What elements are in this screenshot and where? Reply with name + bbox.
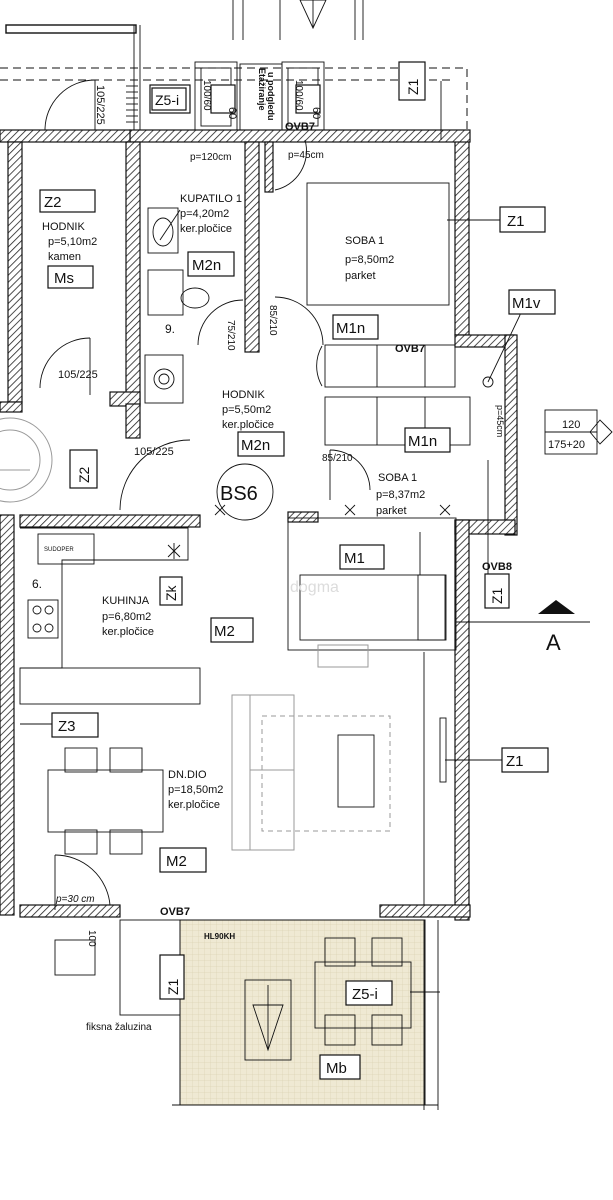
tag-m2-kitchen: M2 bbox=[214, 623, 235, 640]
tag-m2n-bath: M2n bbox=[192, 257, 221, 274]
room-dn-area: p=18,50m2 bbox=[168, 784, 223, 796]
window-120: 120 bbox=[562, 419, 580, 431]
dim-p120: p=120cm bbox=[190, 152, 231, 163]
tag-m1n-top: M1n bbox=[336, 320, 365, 337]
tag-z1-right: Z1 bbox=[507, 213, 525, 230]
room-soba-top-name: SOBA 1 bbox=[345, 235, 384, 247]
note-podg: u podgledu bbox=[266, 72, 276, 121]
note-etaz: Etažiranje bbox=[257, 68, 267, 111]
tag-z3: Z3 bbox=[58, 718, 76, 735]
tag-z5i-top bbox=[151, 87, 187, 111]
section-a: A bbox=[546, 630, 561, 655]
interior-lines bbox=[0, 81, 613, 1110]
room-kupatilo-name: KUPATILO 1 bbox=[180, 193, 242, 205]
tag-ms: Ms bbox=[54, 270, 74, 287]
room-kupatilo-area: p=4,20m2 bbox=[180, 208, 229, 220]
tag-m2n-hall: M2n bbox=[241, 437, 270, 454]
note-ovb-mid: OVB7 bbox=[395, 343, 425, 355]
room-hodnik-mid-area: p=5,50m2 bbox=[222, 404, 271, 416]
tag-m1n-mid: M1n bbox=[408, 433, 437, 450]
room-soba-top-area: p=8,50m2 bbox=[345, 254, 394, 266]
room-hodnik-mid-floor: ker.pločice bbox=[222, 419, 274, 431]
room-hodnik-mid-name: HODNIK bbox=[222, 389, 265, 401]
tag-z1-top: Z1 bbox=[405, 78, 421, 95]
tag-z5i-label: Z5-i bbox=[155, 92, 179, 108]
dim-p45-side: p=45cm bbox=[495, 405, 505, 437]
tag-z1-vert: Z1 bbox=[489, 587, 505, 604]
room-kuhinja-area: p=6,80m2 bbox=[102, 611, 151, 623]
room-hodnik-left-floor: kamen bbox=[48, 251, 81, 263]
tag-m2-living: M2 bbox=[166, 853, 187, 870]
note-bath-item: 9. bbox=[165, 322, 175, 336]
dim-105-225-left: 105/225 bbox=[58, 369, 98, 381]
dim-85-210-b: 85/210 bbox=[322, 453, 353, 464]
stair-ticks bbox=[126, 85, 138, 123]
watermark: dogma bbox=[290, 579, 339, 596]
dim-100-c: 100 bbox=[86, 930, 97, 947]
tag-z1-balcony: Z1 bbox=[165, 978, 181, 995]
room-dn-floor: ker.pločice bbox=[168, 799, 220, 811]
room-soba-bottom-area: p=8,37m2 bbox=[376, 489, 425, 501]
note-fiksna: fiksna žaluzina bbox=[86, 1022, 152, 1033]
walls bbox=[0, 129, 518, 921]
tag-z5i-balcony: Z5-i bbox=[352, 986, 378, 1003]
note-ovb-top: OVB7 bbox=[285, 121, 315, 133]
room-kuhinja-name: KUHINJA bbox=[102, 595, 150, 607]
tags bbox=[39, 61, 556, 1080]
dim-105-225-top: 105/225 bbox=[94, 85, 106, 125]
room-kupatilo-floor: ker.pločice bbox=[180, 223, 232, 235]
room-kuhinja-floor: ker.pločice bbox=[102, 626, 154, 638]
tag-m1: M1 bbox=[344, 550, 365, 567]
dim-60-a: 60 bbox=[226, 107, 238, 119]
note-ovb-bottom: OVB7 bbox=[160, 906, 190, 918]
tag-m1v: M1v bbox=[512, 295, 541, 312]
tag-z1-living: Z1 bbox=[506, 753, 524, 770]
dim-p30: p=30 cm bbox=[55, 894, 95, 905]
dim-100-b: 100/60 bbox=[293, 80, 304, 111]
room-dn-name: DN.DIO bbox=[168, 769, 207, 781]
dim-p45: p=45cm bbox=[288, 150, 324, 161]
dim-75-210: 75/210 bbox=[225, 320, 236, 351]
labels: Z5-i Z1 Z1 60 60 100/60 100/60 Etažiranj… bbox=[32, 68, 585, 1077]
note-ovb8: OVB8 bbox=[482, 561, 512, 573]
note-kitchen-item: 6. bbox=[32, 577, 42, 591]
dim-105-225-hall: 105/225 bbox=[134, 446, 174, 458]
room-hodnik-left-name: HODNIK bbox=[42, 221, 85, 233]
room-soba-bottom-name: SOBA 1 bbox=[378, 472, 417, 484]
dim-85-210-a: 85/210 bbox=[267, 305, 278, 336]
dim-100-a: 100/60 bbox=[201, 80, 212, 111]
room-hodnik-left-area: p=5,10m2 bbox=[48, 236, 97, 248]
window-175: 175+20 bbox=[548, 439, 585, 451]
note-hl: HL90KH bbox=[204, 932, 235, 941]
tag-z2-mid: Z2 bbox=[76, 466, 92, 483]
tag-bs6: BS6 bbox=[220, 483, 258, 505]
tag-zk: Zk bbox=[163, 584, 179, 601]
room-soba-top-floor: parket bbox=[345, 270, 376, 282]
tag-z2-left: Z2 bbox=[44, 194, 62, 211]
note-sudoper: SUDOPER bbox=[44, 547, 74, 553]
room-soba-bottom-floor: parket bbox=[376, 505, 407, 517]
dim-60-b: 60 bbox=[310, 107, 322, 119]
tag-mb: Mb bbox=[326, 1060, 347, 1077]
